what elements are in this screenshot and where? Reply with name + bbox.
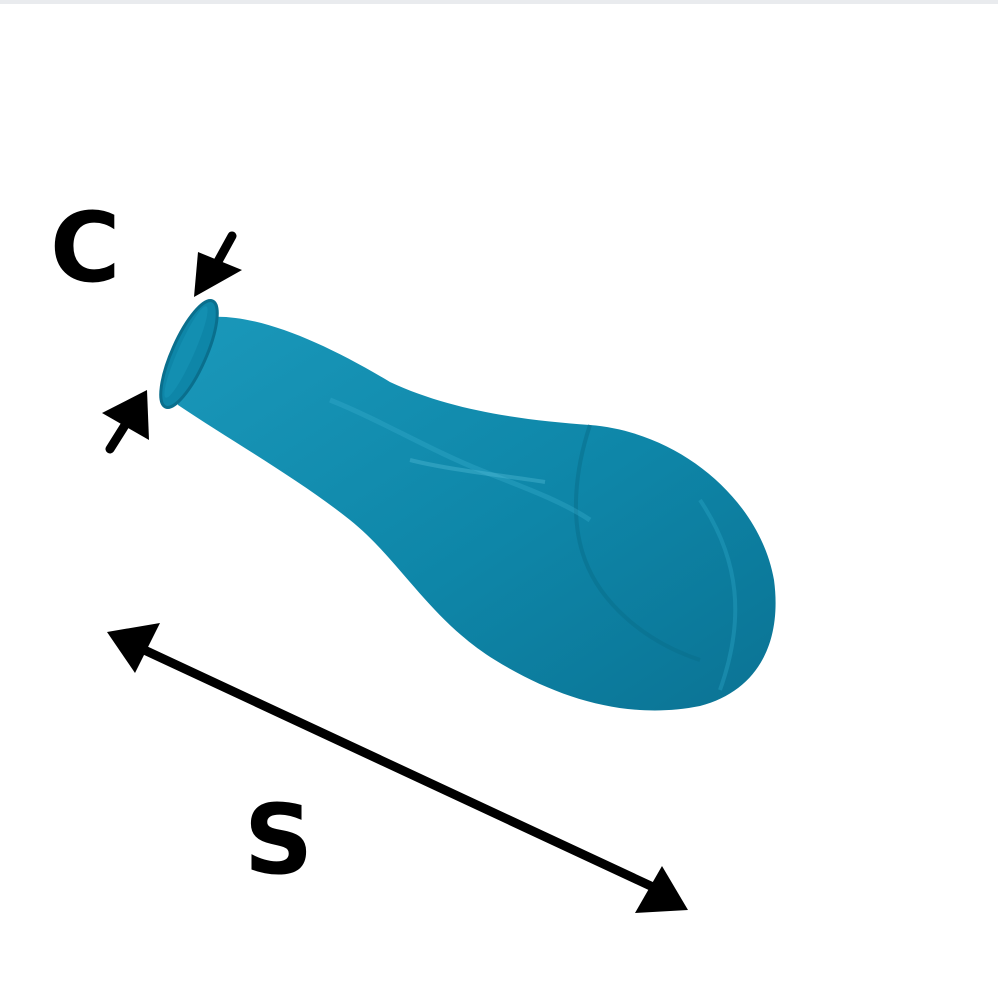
size-label: S: [244, 784, 314, 896]
arrow-s-head-end: [635, 866, 688, 913]
balloon-fold: [329, 397, 592, 523]
top-border: [0, 0, 998, 4]
balloon-fold: [573, 424, 701, 662]
balloon-fold: [698, 498, 738, 691]
arrow-s-head-start: [107, 623, 160, 673]
arrow-c-bottom-head: [102, 390, 149, 440]
balloon-fold: [409, 458, 546, 484]
arrow-s-shaft: [135, 643, 660, 893]
circumference-arrows: [102, 231, 242, 454]
size-arrow: [107, 623, 688, 913]
balloon-body: [175, 316, 776, 711]
balloon-neck-opening: [164, 306, 208, 398]
circumference-label: C: [50, 192, 121, 304]
arrow-c-top-head: [194, 252, 242, 297]
balloon-image: [159, 299, 776, 711]
